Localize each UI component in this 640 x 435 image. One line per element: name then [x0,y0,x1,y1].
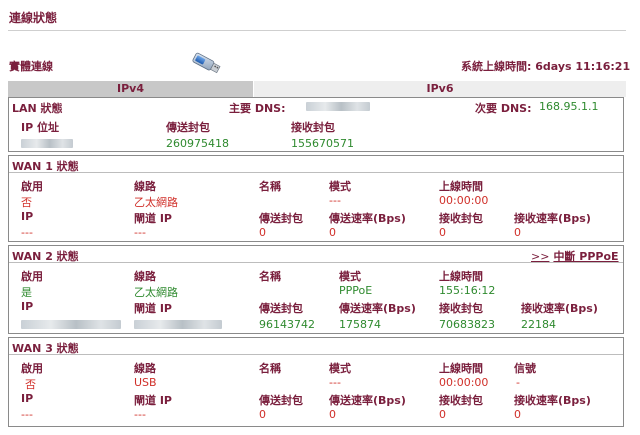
wan1-mode-label: 模式 [329,180,351,193]
wan3-line-value: USB [134,376,157,389]
wan1-enable-value: 否 [21,196,32,209]
wan2-enable-value: 是 [21,286,32,299]
wan3-mode-label: 模式 [329,362,351,375]
wan2-rx-value: 70683823 [439,318,495,331]
wan3-uptime-value: 00:00:00 [439,376,489,389]
wan2-rx-rate-label: 接收速率(Bps) [521,302,598,315]
wan1-tx-label: 傳送封包 [259,212,303,225]
wan2-tx-rate-label: 傳送速率(Bps) [339,302,416,315]
lan-ip-label: IP 位址 [21,121,59,134]
wan3-gateway-value: --- [134,408,146,421]
wan3-rx-value: 0 [439,408,446,421]
wan3-tx-rate-value: 0 [329,408,336,421]
wan2-rx-rate-value: 22184 [521,318,556,331]
secondary-dns-value: 168.95.1.1 [539,100,599,113]
wan2-ip-label: IP [21,300,34,313]
wan1-uptime-label: 上線時間 [439,180,483,193]
wan1-ip-value: --- [21,226,33,239]
wan2-mode-label: 模式 [339,270,361,283]
wan3-signal-value: - [516,376,520,389]
wan2-status-title: WAN 2 狀態 [12,250,79,263]
lan-tx-value: 260975418 [166,137,229,150]
wan3-gateway-label: 閘道 IP [134,394,172,407]
title-divider [8,30,626,31]
disconnect-pppoe-label: 中斷 PPPoE [553,250,619,263]
wan2-gateway-label: 閘道 IP [134,302,172,315]
wan1-enable-label: 啟用 [21,180,43,193]
usb-drive-icon [189,50,223,76]
wan2-status-panel: WAN 2 狀態 >>中斷 PPPoE 啟用 線路 名稱 模式 上線時間 是 乙… [8,245,624,334]
wan1-rx-label: 接收封包 [439,212,483,225]
wan2-rx-label: 接收封包 [439,302,483,315]
secondary-dns-label: 次要 DNS: [475,102,532,115]
wan3-name-label: 名稱 [259,362,281,375]
wan2-name-label: 名稱 [259,270,281,283]
wan1-ip-label: IP [21,210,34,223]
tab-ipv4[interactable]: IPv4 [8,81,253,97]
wan3-tx-rate-label: 傳送速率(Bps) [329,394,406,407]
tab-ipv6[interactable]: IPv6 [254,81,626,97]
wan2-uptime-label: 上線時間 [439,270,483,283]
wan1-gateway-value: --- [134,226,146,239]
wan3-line-label: 線路 [134,362,156,375]
wan3-tx-label: 傳送封包 [259,394,303,407]
wan3-status-title: WAN 3 狀態 [12,342,79,355]
wan3-tx-value: 0 [259,408,266,421]
lan-ip-value [21,139,73,148]
lan-rx-label: 接收封包 [291,121,335,134]
wan3-enable-value: 否 [25,378,36,391]
wan2-tx-rate-value: 175874 [339,318,381,331]
wan1-line-label: 線路 [134,180,156,193]
wan1-uptime-value: 00:00:00 [439,194,489,207]
wan2-tx-label: 傳送封包 [259,302,303,315]
wan1-tx-value: 0 [259,226,266,239]
ip-version-tabs: IPv4 IPv6 [8,81,626,97]
wan3-ip-value: --- [21,408,33,421]
wan2-header [9,246,623,263]
wan3-ip-label: IP [21,392,34,405]
wan2-gateway-value [134,320,222,329]
wan2-uptime-value: 155:16:12 [439,284,496,297]
system-uptime: 系統上線時間: 6days 11:16:21 [461,58,630,74]
wan2-line-value: 乙太網路 [134,286,178,299]
wan1-header [9,156,623,173]
wan1-status-panel: WAN 1 狀態 啟用 線路 名稱 模式 上線時間 否 乙太網路 --- 00:… [8,155,624,242]
wan1-rx-rate-value: 0 [514,226,521,239]
wan3-rx-label: 接收封包 [439,394,483,407]
wan1-line-value: 乙太網路 [134,196,178,209]
lan-tx-label: 傳送封包 [166,121,210,134]
disconnect-pppoe-link[interactable]: >>中斷 PPPoE [531,248,619,264]
wan1-gateway-label: 閘道 IP [134,212,172,225]
physical-connection-label: 實體連線 [9,60,53,73]
wan3-rx-rate-value: 0 [514,408,521,421]
lan-rx-value: 155670571 [291,137,354,150]
primary-dns-label: 主要 DNS: [229,102,286,115]
uptime-value: 6days 11:16:21 [535,60,631,73]
lan-status-panel: LAN 狀態 主要 DNS: 次要 DNS: 168.95.1.1 IP 位址 … [8,97,624,152]
wan3-rx-rate-label: 接收速率(Bps) [514,394,591,407]
wan1-rx-value: 0 [439,226,446,239]
wan3-uptime-label: 上線時間 [439,362,483,375]
wan3-signal-label: 信號 [514,362,536,375]
wan1-status-title: WAN 1 狀態 [12,160,79,173]
wan1-name-label: 名稱 [259,180,281,193]
disconnect-arrow: >> [531,250,550,263]
primary-dns-value [306,102,370,111]
wan3-mode-value: --- [329,376,341,389]
wan1-tx-rate-label: 傳送速率(Bps) [329,212,406,225]
lan-status-title: LAN 狀態 [12,102,63,115]
wan3-status-panel: WAN 3 狀態 啟用 線路 名稱 模式 上線時間 信號 否 USB --- 0… [8,337,624,427]
wan3-header [9,338,623,355]
wan2-enable-label: 啟用 [21,270,43,283]
page-title: 連線狀態 [9,11,58,25]
wan2-line-label: 線路 [134,270,156,283]
uptime-label: 系統上線時間: [461,60,536,73]
wan3-enable-label: 啟用 [21,362,43,375]
wan2-mode-value: PPPoE [339,284,373,297]
wan1-mode-value: --- [329,194,341,207]
wan2-tx-value: 96143742 [259,318,315,331]
wan2-ip-value [21,320,121,329]
wan1-tx-rate-value: 0 [329,226,336,239]
wan1-rx-rate-label: 接收速率(Bps) [514,212,591,225]
